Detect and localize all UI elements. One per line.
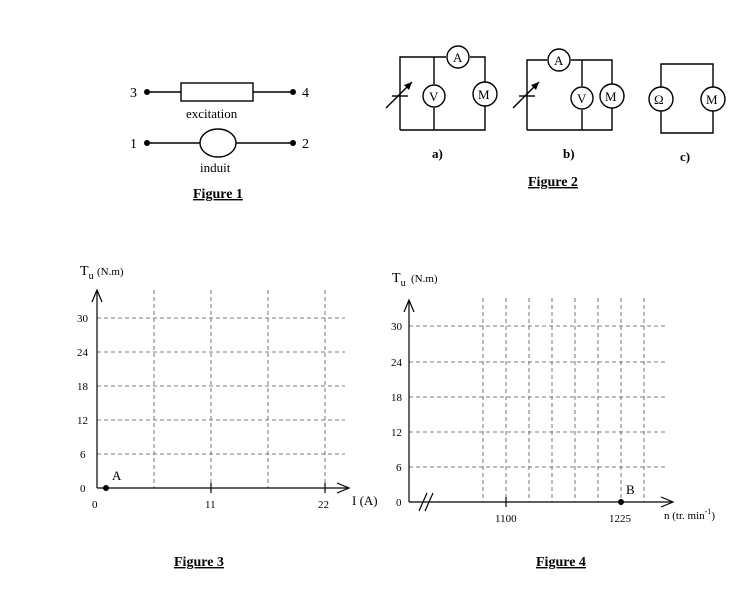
figure4-ytick-0: 0 (396, 497, 402, 509)
figure3-ylabel-unit: (N.m) (97, 266, 124, 278)
circuit-b-ammeter (547, 48, 571, 72)
figure3-point-a (103, 485, 109, 491)
circuit-a-voltmeter-label: V (429, 89, 439, 104)
figure3-grid (97, 290, 345, 488)
figure3-ytick-12: 12 (77, 415, 88, 427)
figure3-ytick-18: 18 (77, 381, 89, 393)
figure4-ytick-18: 18 (391, 392, 403, 404)
circuit-a-label: a) (432, 146, 443, 161)
figure3-caption: Figure 3 (174, 555, 224, 570)
figure4-xtick-1225: 1225 (609, 513, 632, 525)
induit-label: induit (200, 160, 231, 175)
circuit-c-ohmmeter (648, 86, 674, 112)
figure3-xlabel: I (A) (352, 493, 378, 508)
terminal3-label: 3 (130, 86, 137, 101)
terminal4-label: 4 (302, 86, 309, 101)
circuit-b-motor (599, 83, 625, 109)
figure4-ylabel-unit: (N.m) (411, 273, 438, 285)
figure4-axis-break-2 (424, 492, 434, 512)
circuit-c: Ω M c) (648, 63, 726, 164)
figure3: Tu (N.m) 0 6 12 18 24 30 0 11 22 I (77, 264, 378, 570)
figure3-ylabel: Tu (80, 264, 94, 282)
circuit-a-loop (399, 56, 486, 131)
circuit-b-label: b) (563, 146, 575, 161)
figure4-ytick-24: 24 (391, 357, 403, 369)
figure4-grid (409, 298, 666, 502)
circuit-b-voltmeter (570, 86, 594, 110)
terminal2-dot (290, 140, 296, 146)
figure4-ytick-30: 30 (391, 321, 403, 333)
figure4-ylabel: Tu (392, 271, 406, 289)
circuit-a-motor-label: M (478, 87, 490, 102)
figure3-y-arrow (91, 288, 103, 303)
figure4-x-arrow (660, 496, 675, 508)
figure4-point-b-label: B (626, 482, 635, 497)
circuit-b-loop (526, 59, 613, 131)
figure4-xlabel: n (tr. min-1) (664, 507, 715, 522)
circuit-a-rheostat-head (404, 82, 412, 90)
figure3-xtick-22: 22 (318, 499, 329, 511)
circuit-a-ammeter (446, 45, 470, 69)
circuit-a-ammeter-label: A (453, 50, 463, 65)
circuit-c-motor-label: M (706, 92, 718, 107)
figure3-ytick-0: 0 (80, 483, 86, 495)
figure2: A V M a) A V M b) Ω M (385, 45, 726, 190)
figure4: Tu (N.m) 0 6 12 18 24 (391, 271, 715, 570)
terminal2-label: 2 (302, 137, 309, 152)
terminal3-dot (144, 89, 150, 95)
circuit-b-rheostat-head (531, 82, 539, 90)
circuit-c-label: c) (680, 149, 690, 164)
figure4-ytick-12: 12 (391, 427, 402, 439)
figure4-point-b (618, 499, 624, 505)
figure1: 3 4 excitation 1 2 induit Figure 1 (130, 82, 309, 202)
circuit-b-voltmeter-label: V (577, 91, 587, 106)
excitation-label: excitation (186, 106, 238, 121)
excitation-resistor (180, 82, 254, 102)
figure4-ytick-6: 6 (396, 462, 402, 474)
figure1-caption: Figure 1 (193, 187, 243, 202)
terminal1-dot (144, 140, 150, 146)
figure4-caption: Figure 4 (536, 555, 586, 570)
circuit-c-motor (700, 86, 726, 112)
circuit-b-ammeter-label: A (554, 53, 564, 68)
figure3-x-arrow (336, 482, 351, 494)
figure3-ytick-6: 6 (80, 449, 86, 461)
figure3-point-a-label: A (112, 468, 122, 483)
circuit-c-loop (660, 63, 714, 134)
circuit-a: A V M a) (385, 45, 498, 161)
terminal4-dot (290, 89, 296, 95)
figure4-y-arrow (403, 298, 415, 313)
figure4-axis-break-1 (418, 492, 428, 512)
circuit-b: A V M b) (512, 48, 625, 161)
circuit-b-motor-label: M (605, 89, 617, 104)
figure4-xtick-1100: 1100 (495, 513, 517, 525)
circuit-a-motor (472, 81, 498, 107)
circuit-a-voltmeter (422, 84, 446, 108)
figure3-ytick-30: 30 (77, 313, 89, 325)
circuit-c-ohmmeter-label: Ω (654, 92, 664, 107)
terminal1-label: 1 (130, 137, 137, 152)
figure3-ytick-24: 24 (77, 347, 89, 359)
figure2-caption: Figure 2 (528, 175, 578, 190)
figure3-xtick-11: 11 (205, 499, 216, 511)
induit-armature (199, 128, 237, 158)
figure3-xtick-0: 0 (92, 499, 98, 511)
